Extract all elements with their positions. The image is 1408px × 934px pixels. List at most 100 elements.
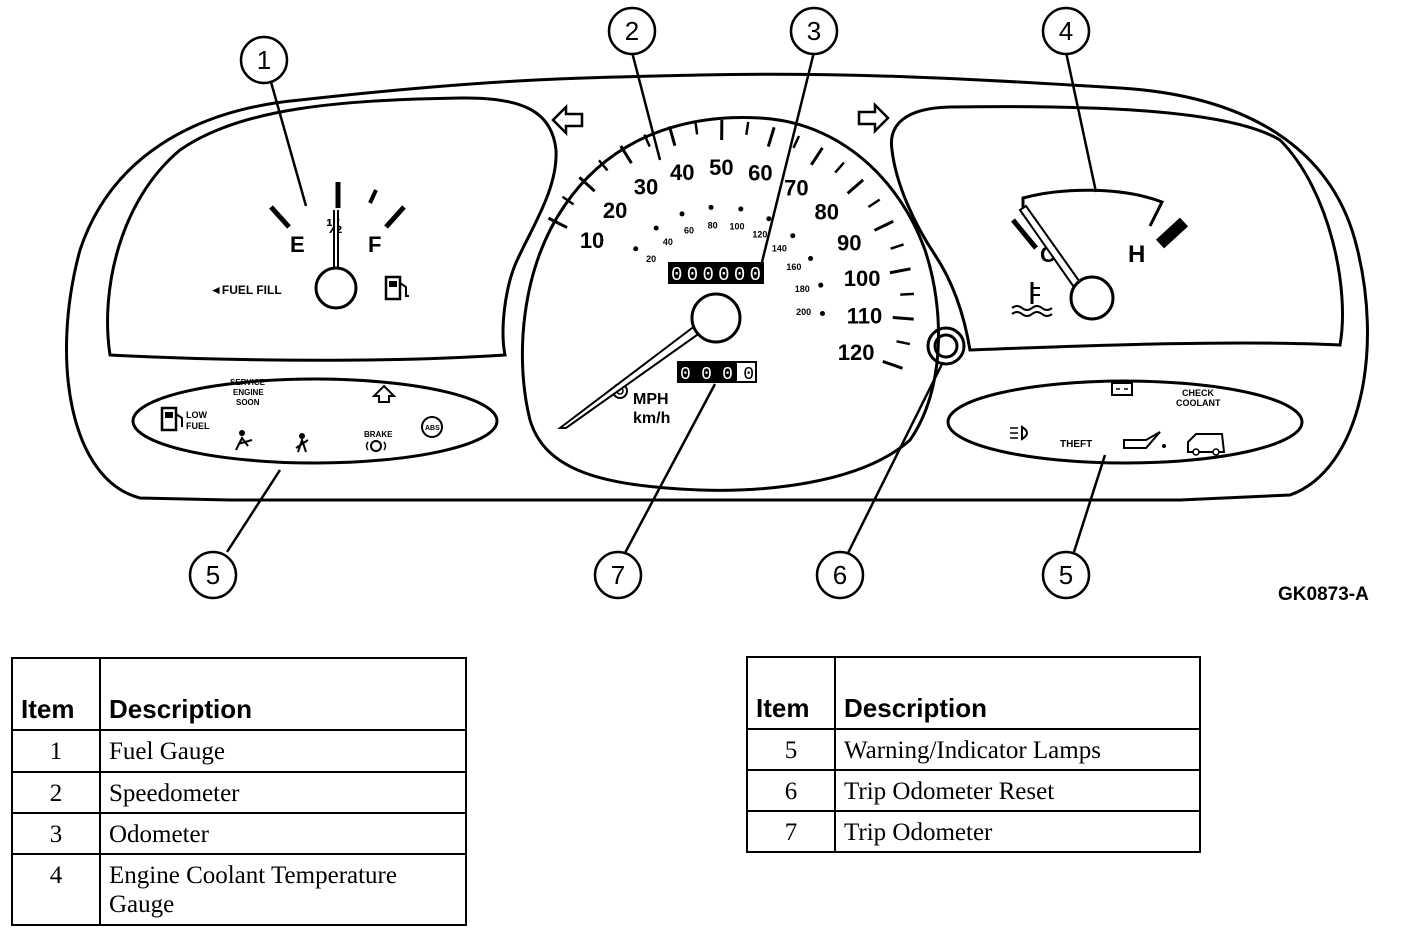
- temp-hot-label: H: [1128, 241, 1145, 268]
- description-header: Description: [834, 656, 1201, 730]
- item-description: Fuel Gauge: [99, 729, 467, 773]
- temp-needle: [1018, 204, 1084, 292]
- mph-minor-tick: [561, 195, 575, 206]
- kmh-tick-dot: [633, 246, 639, 252]
- item-number: 7: [746, 810, 836, 853]
- mph-major-tick: [882, 360, 904, 370]
- item-number: 6: [746, 769, 836, 812]
- mph-minor-tick: [745, 121, 750, 136]
- callout-leaders: [225, 51, 1107, 554]
- kmh-tick-dot: [808, 255, 814, 261]
- mph-tick-label: 70: [784, 176, 808, 201]
- mph-minor-tick: [890, 243, 904, 250]
- kmh-tick-dot: [818, 282, 824, 288]
- oil-pressure-icon: [1123, 431, 1166, 449]
- mph-major-tick: [810, 146, 824, 166]
- callout-5-left: 5: [206, 560, 220, 590]
- battery-icon: [1111, 382, 1133, 396]
- kmh-tick-dot: [708, 204, 714, 210]
- left-lamp-panel: [131, 377, 499, 465]
- item-description: Trip Odometer: [834, 810, 1201, 853]
- item-description: Speedometer: [99, 771, 467, 814]
- mph-minor-tick: [900, 292, 914, 296]
- cluster-housing: [65, 72, 1369, 502]
- kmh-tick-label: 180: [795, 284, 810, 294]
- mph-major-tick: [846, 178, 865, 195]
- kmh-tick-dot: [820, 311, 826, 317]
- kmh-tick-label: 120: [752, 230, 767, 240]
- left-warning-lamps: LOW FUEL SERVICE ENGINE SOON BRAKE ABS: [160, 378, 443, 453]
- kmh-tick-label: 140: [772, 243, 787, 253]
- brake-icon: [365, 440, 387, 452]
- kmh-tick-dots: [633, 204, 826, 317]
- legend-table-2: Item Description 5 Warning/Indicator Lam…: [746, 656, 1201, 853]
- mph-tick-label: 120: [838, 340, 875, 365]
- callout-4: 4: [1059, 16, 1073, 46]
- mph-minor-tick: [597, 159, 609, 172]
- kmh-tick-label: 60: [684, 226, 694, 236]
- mph-minor-tick: [834, 161, 845, 174]
- kmh-tick-label: 160: [786, 262, 801, 272]
- item-header: Item: [11, 657, 101, 731]
- item-number: 3: [11, 812, 101, 855]
- item-number: 4: [11, 853, 101, 926]
- kmh-tick-dot: [766, 216, 772, 222]
- kmh-tick-dot: [653, 225, 659, 231]
- mph-major-tick: [578, 176, 596, 193]
- mph-minor-tick: [694, 121, 699, 135]
- mph-minor-tick: [896, 340, 911, 346]
- kmh-tick-dot: [679, 211, 685, 217]
- fuel-empty-label: E: [290, 232, 305, 257]
- mph-tick-label: 90: [837, 231, 861, 256]
- mph-major-tick: [667, 125, 677, 147]
- item-description: Odometer: [99, 812, 467, 855]
- upshift-arrow-icon: [371, 384, 397, 403]
- mph-major-tick: [873, 219, 894, 232]
- kmh-tick-dot: [790, 233, 796, 239]
- mph-tick-label: 30: [634, 174, 658, 199]
- right-turn-arrow-icon: [857, 101, 890, 135]
- kmh-tick-label: 80: [708, 220, 718, 230]
- theft-label: THEFT: [1060, 439, 1092, 450]
- mph-major-tick: [619, 145, 633, 164]
- description-header: Description: [99, 657, 467, 731]
- item-description: Warning/Indicator Lamps: [834, 728, 1201, 771]
- mph-minor-tick: [792, 135, 801, 149]
- svg-text:ABS: ABS: [425, 425, 440, 432]
- callout-3: 3: [807, 16, 821, 46]
- fuel-pump-icon: [384, 275, 409, 301]
- odometer-display: [668, 262, 764, 284]
- check-label: CHECK: [1182, 388, 1215, 398]
- item-description: Engine Coolant Temperature Gauge: [99, 853, 467, 926]
- kmh-tick-label: 20: [646, 254, 656, 264]
- coolant-temp-icon: [1011, 282, 1053, 317]
- mph-major-tick: [766, 126, 776, 147]
- right-lamp-panel: [946, 379, 1304, 465]
- kmh-tick-label: 40: [663, 237, 673, 247]
- callout-1: 1: [257, 45, 271, 75]
- mph-minor-tick: [643, 134, 651, 148]
- callout-2: 2: [625, 16, 639, 46]
- soon-label: SOON: [236, 398, 260, 407]
- mph-minor-tick: [867, 198, 881, 209]
- callout-markers: 1 2 3 4 5 6 7 5: [188, 6, 1091, 600]
- legend-table-1: Item Description 1 Fuel Gauge 2 Speedome…: [11, 657, 467, 926]
- low-fuel-icon: [160, 406, 183, 432]
- fuel-needle-hub: [314, 266, 358, 310]
- mph-unit-label: MPH: [633, 391, 669, 408]
- item-header: Item: [746, 656, 836, 730]
- mph-tick-label: 40: [670, 160, 694, 185]
- mph-tick-label: 110: [847, 303, 883, 328]
- mph-tick-label: 10: [580, 228, 604, 253]
- item-description: Trip Odometer Reset: [834, 769, 1201, 812]
- mph-major-tick: [892, 316, 914, 321]
- mph-major-tick: [889, 267, 911, 275]
- temp-gauge-window: [889, 105, 1344, 352]
- fuel-fill-label: ◄FUEL FILL: [210, 283, 282, 297]
- kmh-unit-label: km/h: [633, 410, 670, 427]
- item-number: 5: [746, 728, 836, 771]
- fuel-full-label: F: [368, 232, 381, 257]
- mph-tick-label: 60: [748, 160, 772, 185]
